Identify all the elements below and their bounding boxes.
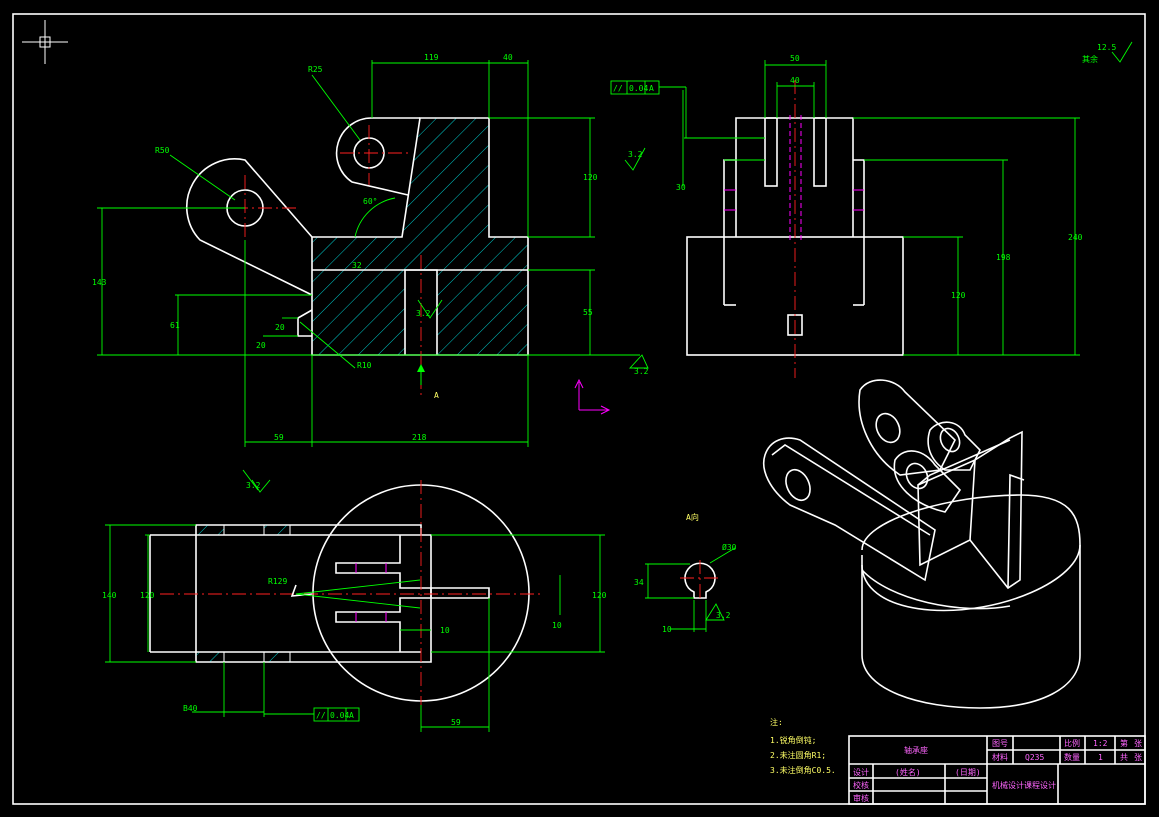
dim-10-fork: 10: [440, 626, 450, 635]
dim-r129: R129: [268, 577, 287, 586]
tb-designer-name: (姓名): [895, 767, 921, 777]
tb-sheet-label: 第: [1120, 738, 1128, 748]
svg-text:12.5: 12.5: [1097, 43, 1116, 52]
tolerance-top-sym: //: [316, 711, 326, 720]
dim-10-right: 10: [552, 621, 562, 630]
iso-cylinder-top: [861, 494, 1081, 612]
dim-b40: B40: [183, 704, 198, 713]
dim-r10: R10: [357, 361, 372, 370]
dim-119: 119: [424, 53, 439, 62]
front-upper-lug: [335, 117, 420, 196]
front-lower-arm: [186, 158, 313, 296]
roughness-front-base: 3.2: [634, 367, 649, 376]
dim-10-detail: 10: [662, 625, 672, 634]
dim-40-side: 40: [790, 76, 800, 85]
dim-140: 140: [102, 591, 117, 600]
detail-a-shape: [684, 562, 716, 599]
tolerance-side-sym: //: [613, 84, 623, 93]
front-section-hatch: [312, 118, 528, 355]
iso-upper-lug: [858, 379, 956, 476]
tb-material-label: 材料: [992, 752, 1008, 762]
drawing-border: [12, 13, 1146, 805]
detail-a-title: A向: [686, 512, 699, 522]
dim-240: 240: [1068, 233, 1083, 242]
dim-50-side: 50: [790, 54, 800, 63]
dim-55: 55: [583, 308, 593, 317]
tb-scale-label: 比例: [1064, 738, 1080, 748]
dim-120-side: 120: [951, 291, 966, 300]
dim-143: 143: [92, 278, 107, 287]
front-notch: [297, 309, 313, 337]
dim-120-top-right: 120: [592, 591, 607, 600]
tb-reviewer-label: 审核: [853, 793, 869, 803]
dim-dia30: Ø30: [722, 542, 737, 552]
dim-218: 218: [412, 433, 427, 442]
svg-text:注:: 注:: [770, 717, 783, 727]
title-block[interactable]: 轴承座 图号 比例 1:2 第 张 材料 Q235 数量 1 共 张 设计 (姓…: [848, 735, 1146, 805]
dim-20-b: 20: [256, 341, 266, 350]
ucs-axis-icon: [574, 378, 611, 415]
crosshair-cursor-icon: [22, 20, 68, 64]
dim-r25: R25: [308, 65, 323, 74]
tolerance-side-val: 0.04: [629, 84, 648, 93]
tb-part-name: 轴承座: [904, 745, 928, 755]
tolerance-top-ref: A: [349, 711, 354, 720]
tb-total-label: 共: [1120, 753, 1128, 762]
tolerance-top-val: 0.04: [330, 711, 349, 720]
tb-material: Q235: [1025, 753, 1044, 762]
dim-120-front: 120: [583, 173, 598, 182]
side-upper-body: [735, 117, 854, 237]
dim-r50: R50: [155, 146, 170, 155]
dim-20-a: 20: [275, 323, 285, 332]
tb-designer-date: (日期): [955, 768, 981, 777]
dim-59-top: 59: [451, 718, 461, 727]
technical-notes: 注: 1.锐角倒钝; 2.未注圆角R1; 3.未注倒角C0.5.: [770, 717, 836, 775]
detail-a-view[interactable]: A向 34 Ø30 10 3.2: [634, 512, 737, 634]
tb-scale: 1:2: [1093, 739, 1108, 748]
dim-34: 34: [634, 578, 644, 587]
roughness-side: 3.2: [628, 150, 643, 159]
dim-angle: 60°: [363, 197, 377, 206]
svg-text:3.未注倒角C0.5.: 3.未注倒角C0.5.: [770, 765, 836, 775]
dim-32: 32: [352, 261, 362, 270]
side-left-lug: [723, 159, 736, 305]
tb-designer-label: 设计: [853, 767, 869, 777]
tb-qty-label: 数量: [1064, 752, 1080, 762]
tolerance-side-ref: A: [649, 84, 654, 93]
tb-drawing-no-label: 图号: [992, 739, 1008, 748]
side-right-lug: [853, 159, 865, 305]
dim-120-top-left: 120: [140, 591, 155, 600]
tb-qty: 1: [1098, 753, 1103, 762]
front-view[interactable]: 119 40 120 55 143 61 20 20 32 R25 R50 60…: [92, 53, 649, 447]
side-view[interactable]: 50 40 240 198 120 30 // 0.04 A 3.2: [610, 54, 1083, 378]
dim-59-front: 59: [274, 433, 284, 442]
dim-30-side: 30: [676, 183, 686, 192]
dim-40-top: 40: [503, 53, 513, 62]
roughness-detail: 3.2: [716, 611, 731, 620]
roughness-front-inner: 3.2: [416, 309, 431, 318]
svg-text:1.锐角倒钝;: 1.锐角倒钝;: [770, 735, 816, 745]
svg-text:其余: 其余: [1082, 54, 1098, 64]
tb-total-unit: 张: [1134, 753, 1142, 762]
top-view[interactable]: R129 140 120 120 10 10 59 B40 // 0.04 A …: [102, 469, 607, 732]
dim-198: 198: [996, 253, 1011, 262]
iso-cylinder-body: [861, 545, 1081, 709]
tb-school: 机械设计课程设计: [992, 780, 1056, 790]
tb-checker-label: 校核: [853, 780, 869, 790]
isometric-view[interactable]: [763, 379, 1081, 709]
iso-arm: [763, 437, 936, 582]
top-fork: [335, 535, 432, 652]
roughness-other: 12.5 其余: [1082, 41, 1133, 64]
tb-sheet-unit: 张: [1134, 739, 1142, 748]
svg-text:2.未注圆角R1;: 2.未注圆角R1;: [770, 750, 826, 760]
dim-61: 61: [170, 321, 180, 330]
section-label-a: A: [434, 391, 439, 400]
roughness-top: 3.2: [246, 481, 261, 490]
